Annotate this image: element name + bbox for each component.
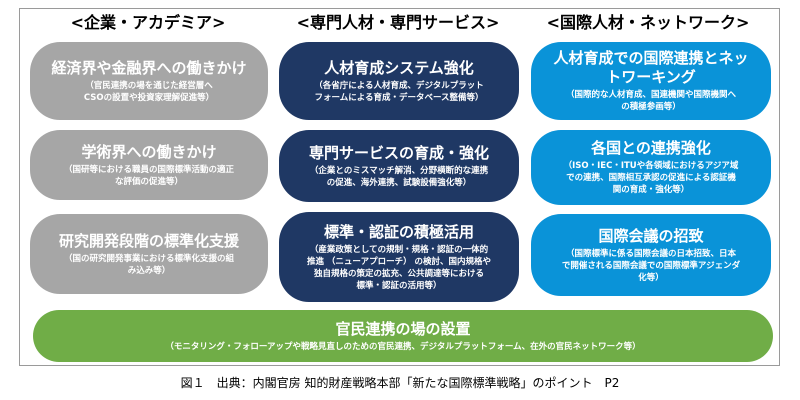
box-subtext: （産業政策としての規制・規格・認証の一体的 推進 （ニューアプローチ） の検討、… (306, 244, 492, 291)
box-title: 国際会議の招致 (598, 226, 704, 245)
box-subtext: （国研等における職員の国際標準活動の適正 な評価の促進等） (63, 164, 234, 187)
box-subtext: （国際標準に係る国際会議の日本招致、日本 で開催される国際会議での国際標準アジェ… (561, 248, 741, 283)
box-international-networking: 人材育成での国際連携とネッ トワーキング （国際的な人材育成、国連機関や国際機関… (531, 42, 771, 120)
box-rd-standardization: 研究開発段階の標準化支援 （国の研究開発事業における標準化支援の組 み込み等） (30, 214, 268, 294)
box-title: 各国との連携強化 (591, 139, 711, 157)
header-academia: <企業・アカデミア> (70, 13, 226, 32)
box-title: 人材育成での国際連携とネッ トワーキング (553, 49, 749, 86)
box-specialist-services: 専門サービスの育成・強化 （企業とのミスマッチ解消、分野横断的な連携 の促進、海… (279, 130, 519, 202)
box-title: 学術界への働きかけ (81, 142, 217, 161)
box-subtext: （モニタリング・フォローアップや戦略見直しのための官民連携、デジタルプラットフォ… (165, 342, 641, 352)
box-intl-conference: 国際会議の招致 （国際標準に係る国際会議の日本招致、日本 で開催される国際会議で… (531, 214, 771, 296)
box-subtext: （各省庁による人材育成、デジタルプラット フォームによる育成・データベース整備等… (314, 80, 484, 103)
box-academia: 学術界への働きかけ （国研等における職員の国際標準活動の適正 な評価の促進等） (30, 130, 268, 200)
header-international: <国際人材・ネットワーク> (546, 13, 750, 32)
box-country-collaboration: 各国との連携強化 （ISO・IEC・ITUや各領域におけるアジア域 での連携、国… (531, 130, 771, 205)
box-hr-system: 人材育成システム強化 （各省庁による人材育成、デジタルプラット フォームによる育… (279, 42, 519, 120)
box-subtext: （国際的な人材育成、国連機関や国際機関へ の積極参画等） (565, 90, 736, 112)
box-subtext: （ISO・IEC・ITUや各領域におけるアジア域 での連携、国際相互承認の促進に… (563, 161, 739, 195)
box-title: 経済界や金融界への働きかけ (51, 58, 247, 77)
box-title: 官民連携の場の設置 (335, 320, 471, 338)
box-title: 標準・認証の積極活用 (323, 222, 474, 241)
header-specialists: <専門人材・専門サービス> (296, 13, 500, 32)
box-title: 人材育成システム強化 (324, 58, 474, 77)
box-title: 専門サービスの育成・強化 (308, 143, 489, 162)
figure-frame (19, 8, 780, 366)
box-standards-certification: 標準・認証の積極活用 （産業政策としての規制・規格・認証の一体的 推進 （ニュー… (279, 212, 519, 302)
box-business-finance: 経済界や金融界への働きかけ （官民連携の場を通じた経営層へ CSOの設置や投資家… (30, 42, 268, 120)
box-title: 研究開発段階の標準化支援 (58, 231, 239, 250)
box-subtext: （企業とのミスマッチ解消、分野横断的な連携 の促進、海外連携、試験設備強化等） (309, 165, 489, 188)
box-subtext: （官民連携の場を通じた経営層へ CSOの設置や投資家理解促進等） (83, 80, 215, 103)
box-public-private-platform: 官民連携の場の設置 （モニタリング・フォローアップや戦略見直しのための官民連携、… (33, 310, 773, 362)
figure-caption: 図１ 出典：内閣官房 知的財産戦略本部「新たな国際標準戦略」のポイント P2 (180, 376, 620, 390)
box-subtext: （国の研究開発事業における標準化支援の組 み込み等） (63, 253, 234, 276)
